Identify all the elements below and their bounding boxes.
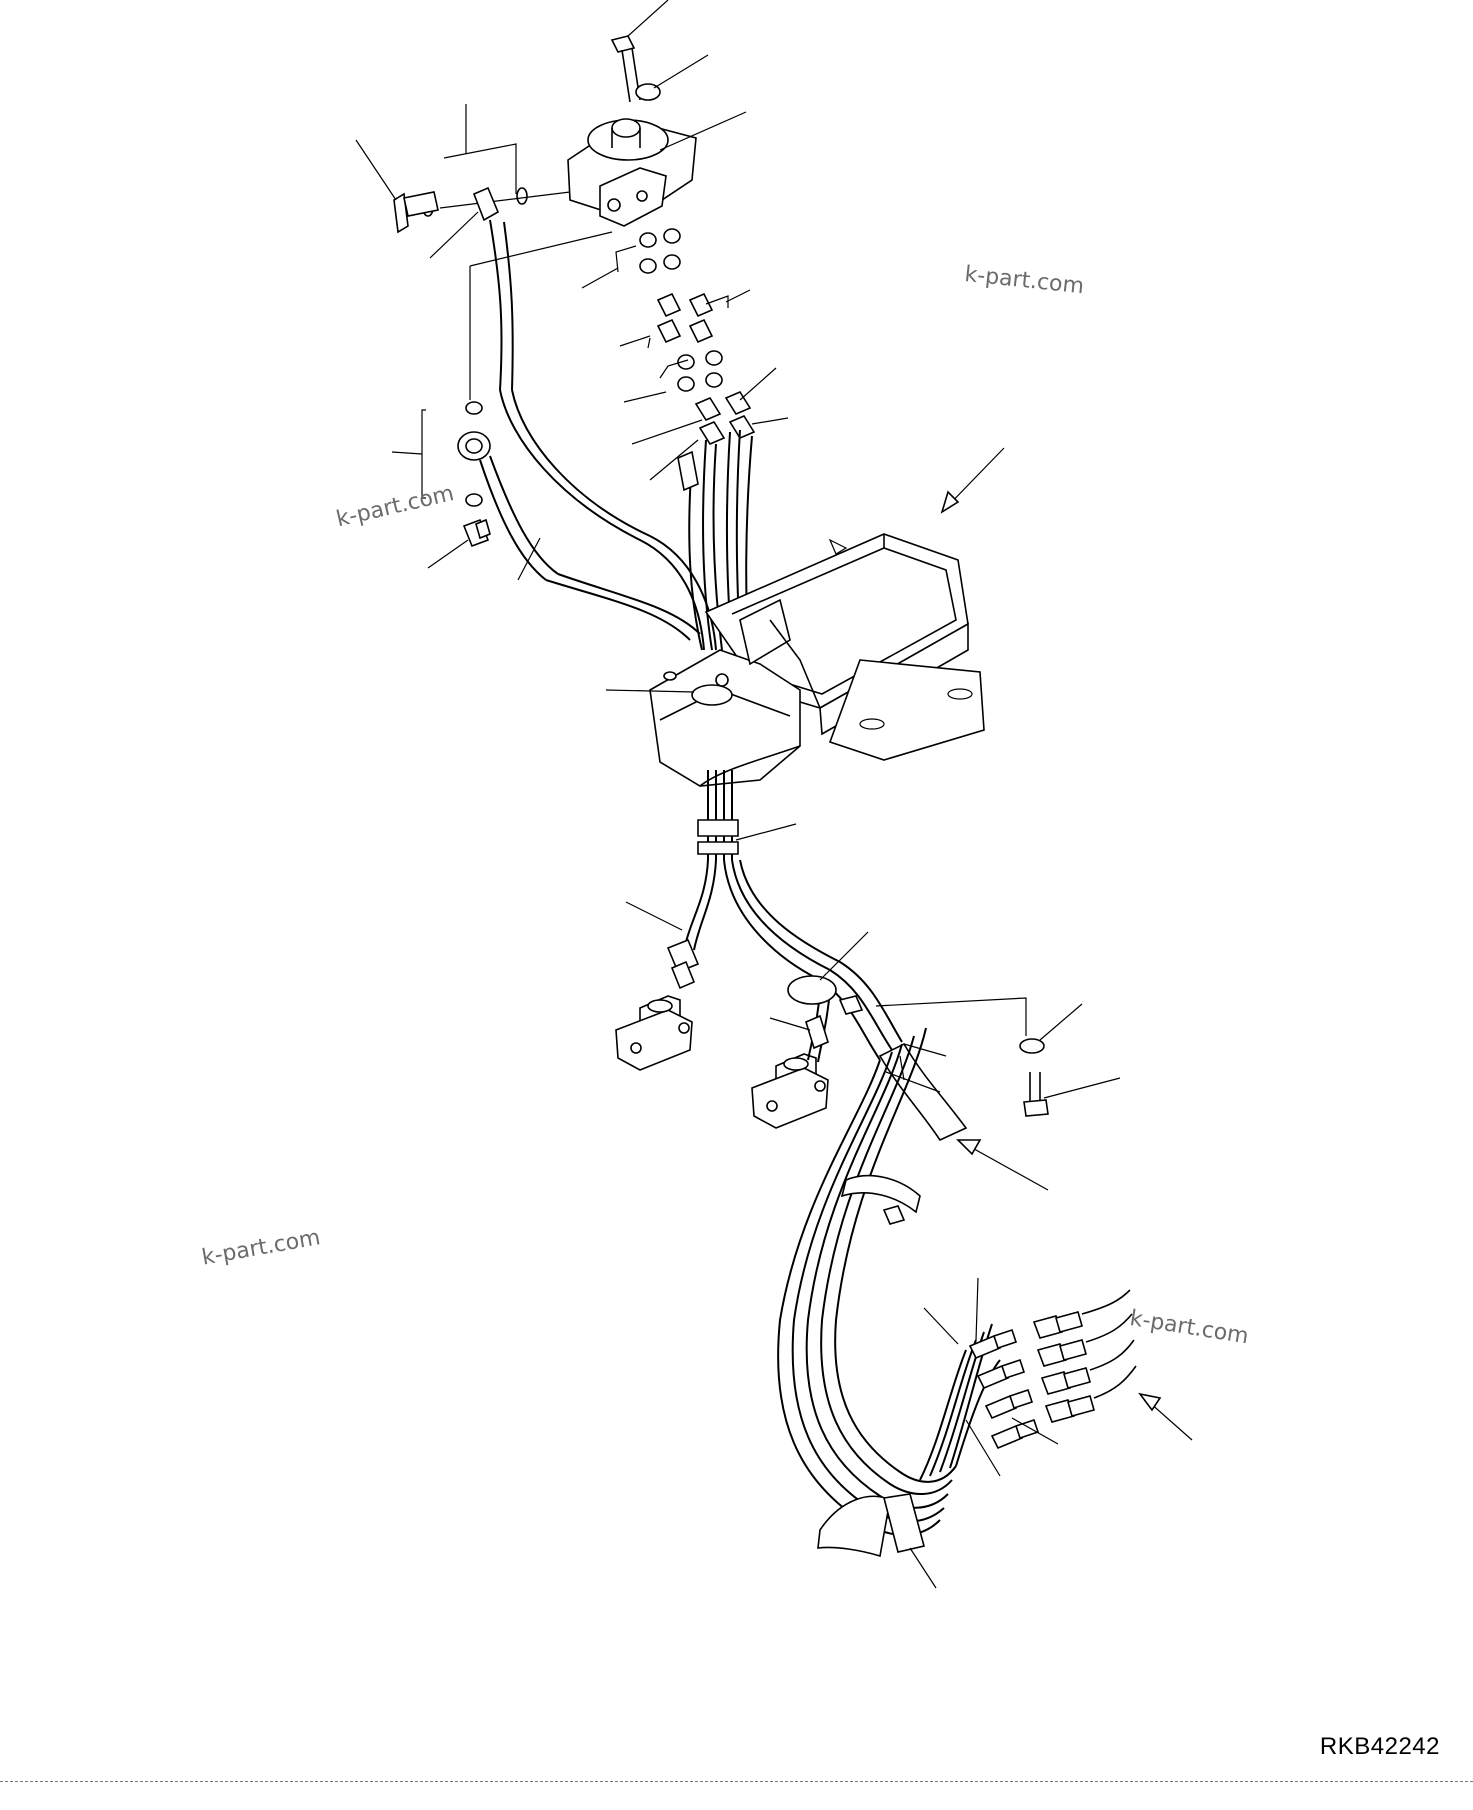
ppc-valve-left	[615, 995, 693, 1071]
arrowhead-console	[940, 490, 960, 514]
o-ring-left-top	[465, 401, 483, 415]
hose-band-lower	[817, 1493, 925, 1558]
hose-elbow	[472, 186, 514, 391]
swivel-fitting	[457, 431, 559, 581]
arrowhead-cover	[956, 1139, 982, 1156]
o-ring-group-1	[615, 228, 681, 274]
drawing-code: RKB42242	[1319, 1733, 1440, 1760]
o-ring-group-2	[659, 350, 723, 392]
hose-fittings-installed	[968, 1328, 1040, 1450]
arrowhead-fittings	[1138, 1392, 1162, 1412]
pilot-valve	[567, 118, 697, 227]
o-ring-left-bottom	[465, 493, 483, 507]
console-box	[649, 533, 985, 787]
hose-band-upper	[840, 1174, 921, 1225]
plug-bolt	[462, 518, 491, 548]
hose-end-left	[666, 938, 700, 990]
adapter-group	[647, 292, 729, 349]
bottom-divider	[0, 1781, 1473, 1782]
banjo-bolt	[393, 191, 439, 234]
hose-end-right	[805, 1014, 829, 1050]
washer-right	[1019, 1038, 1045, 1054]
hose-clamp-console	[691, 684, 733, 706]
clamp-band	[697, 819, 739, 855]
hose-fittings-loose	[1032, 1289, 1137, 1423]
bolt-right	[1023, 1072, 1049, 1117]
clamp-main	[787, 975, 837, 1005]
hose-nuts	[694, 390, 756, 446]
ppc-valve-right	[751, 1053, 829, 1129]
